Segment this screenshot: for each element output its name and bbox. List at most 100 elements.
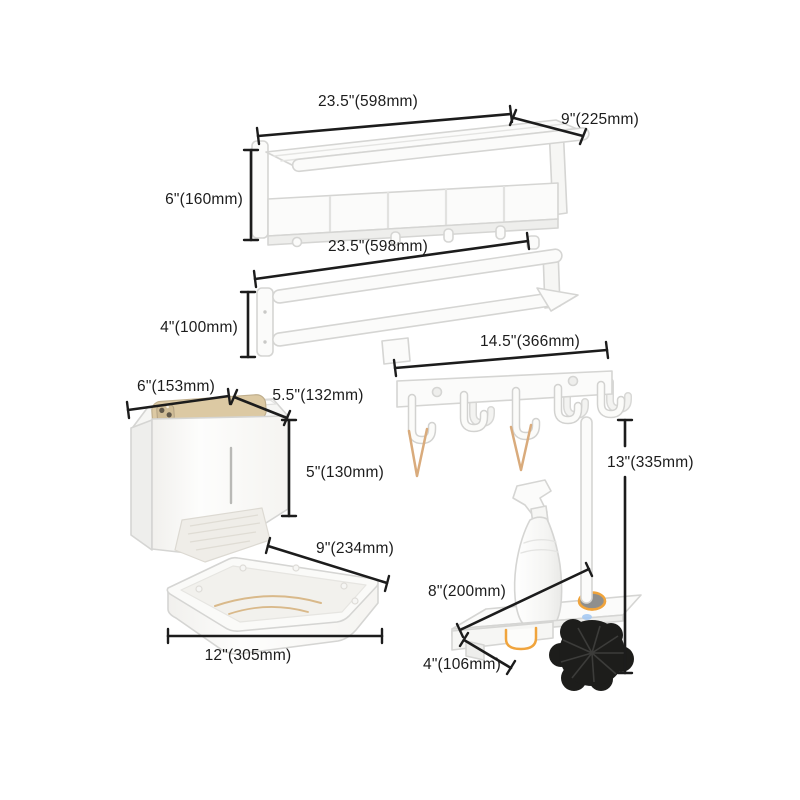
hook-4	[553, 383, 583, 425]
brush-bristle-lines	[560, 625, 624, 683]
phone-lens-1	[159, 407, 165, 413]
dim-ticks-brush-depth	[458, 631, 517, 676]
hook-1-string	[407, 427, 429, 478]
dim-line-tray-edge	[266, 544, 389, 585]
dim-line-brush-depth	[462, 638, 513, 670]
shelf-tier-dividers	[328, 186, 506, 232]
shelf-left-bracket	[251, 140, 269, 239]
corner-tray-dimensions: 9"(234mm) 12"(305mm)	[166, 536, 394, 664]
tray-hole-1	[195, 585, 203, 593]
dim-tray-width: 12"(305mm)	[205, 647, 292, 664]
corner-tray-group: 9"(234mm) 12"(305mm)	[166, 536, 394, 664]
tray-hole-3	[292, 564, 300, 572]
shelf-hook-tab-2	[443, 228, 454, 243]
dim-line-shelf-width	[256, 112, 513, 138]
dim-line-brush-width	[458, 567, 591, 632]
phone-flash	[166, 405, 169, 409]
tray-hole-2	[239, 564, 247, 572]
dim-brush-height: 13"(335mm)	[607, 454, 694, 471]
rail-bar	[396, 370, 613, 408]
hook-rail-illustration	[396, 370, 632, 478]
dim-tray-edge: 9"(234mm)	[316, 540, 394, 557]
brush-shelf-bracket	[465, 640, 485, 661]
bar-end-gusset	[536, 287, 579, 312]
shelf-hook-tab-3	[495, 225, 506, 240]
bar-top-rail	[272, 248, 563, 304]
towel-bar-illustration	[256, 248, 579, 365]
dim-ticks-brush-width	[455, 561, 594, 639]
hook-5	[596, 380, 626, 419]
dim-tissue-depth: 5.5"(132mm)	[272, 387, 363, 404]
dim-line-rail-width	[393, 348, 609, 370]
phone-lens-2	[166, 412, 172, 418]
towel-shelf-dimensions: 23.5"(598mm) 9"(225mm) 6"(160mm)	[165, 93, 639, 242]
dim-brush-depth: 4"(106mm)	[423, 656, 501, 673]
brush-holder-group: 13"(335mm) 8"(200mm) 4"(106mm)	[423, 416, 694, 691]
towel-shelf-illustration	[251, 119, 590, 250]
brush-handle-rod	[580, 416, 593, 604]
dim-caps-bar-height	[239, 290, 257, 359]
spray-bottle-ridges	[520, 539, 559, 554]
dim-line-tissue-depth	[232, 395, 289, 420]
dim-towel-bar-height: 4"(100mm)	[160, 319, 238, 336]
dim-towel-shelf-depth: 9"(225mm)	[561, 111, 639, 128]
dim-caps-tray-width	[166, 627, 384, 645]
brush-shelf-notch	[504, 626, 538, 651]
led-indicator	[582, 614, 592, 620]
dim-line-bar-width	[253, 239, 530, 281]
dim-caps-shelf-height	[242, 148, 260, 242]
bar-end-piece	[381, 337, 411, 365]
rail-screw-1	[431, 386, 443, 398]
bar-left-bracket	[256, 287, 274, 357]
spray-bottle	[512, 479, 563, 630]
tissue-holder-group: 6"(153mm) 5.5"(132mm) 5"(130mm)	[125, 378, 384, 563]
dim-line-shelf-depth	[512, 116, 585, 138]
dim-towel-bar-width: 23.5"(598mm)	[328, 238, 428, 255]
shelf-lower-bar	[267, 218, 559, 246]
dim-ticks-bar-width	[252, 231, 531, 289]
dim-hook-rail-width: 14.5"(366mm)	[480, 333, 580, 350]
dim-line-tissue-width	[126, 394, 231, 412]
dim-towel-shelf-height: 6"(160mm)	[165, 191, 243, 208]
bar-screw-1	[263, 310, 267, 314]
tray-hole-4	[340, 582, 348, 590]
brush-head	[549, 619, 634, 691]
hook-rail-group: 14.5"(366mm)	[392, 333, 632, 478]
towel-shelf-group: 23.5"(598mm) 9"(225mm) 6"(160mm)	[165, 93, 639, 250]
tray-gold-arc-2	[228, 606, 309, 615]
dim-ticks-tissue-depth	[229, 388, 292, 427]
tray-gold-arc-1	[214, 595, 322, 607]
dim-ticks-rail-width	[392, 340, 610, 378]
towel-bar-dimensions: 23.5"(598mm) 4"(100mm)	[160, 231, 531, 359]
corner-tray-illustration	[166, 556, 379, 655]
hook-1	[407, 393, 437, 445]
tissue-holder-illustration	[130, 394, 289, 563]
spray-bottle-body	[513, 516, 563, 630]
dim-towel-shelf-width: 23.5"(598mm)	[318, 93, 418, 110]
hook-3-string	[509, 423, 533, 472]
bar-screw-2	[263, 340, 267, 344]
dim-caps-brush-height	[616, 418, 634, 675]
hook-rail-dimensions: 14.5"(366mm)	[392, 333, 610, 378]
tissue-holder-dimensions: 6"(153mm) 5.5"(132mm) 5"(130mm)	[125, 378, 384, 518]
tissue-sheet	[174, 507, 271, 563]
hook-3	[511, 386, 541, 441]
dim-ticks-tissue-width	[125, 387, 232, 420]
dim-ticks-shelf-depth	[508, 108, 588, 146]
dim-tissue-width: 6"(153mm)	[137, 378, 215, 395]
brush-holder-dimensions: 13"(335mm) 8"(200mm) 4"(106mm)	[423, 418, 694, 676]
tissue-texture	[187, 514, 261, 551]
shelf-foot-knob	[291, 236, 303, 248]
towel-bar-group: 23.5"(598mm) 4"(100mm)	[160, 231, 579, 365]
dim-tissue-height: 5"(130mm)	[306, 464, 384, 481]
shelf-front-rail	[291, 127, 590, 173]
dim-ticks-tray-edge	[264, 536, 391, 593]
tray-hole-5	[351, 597, 359, 605]
hook-2	[459, 390, 489, 433]
shelf-hook-tab-1	[390, 231, 401, 246]
brush-grommet-front-rim	[577, 600, 607, 611]
dim-brush-width: 8"(200mm)	[428, 583, 506, 600]
brush-holder-illustration	[451, 416, 642, 691]
